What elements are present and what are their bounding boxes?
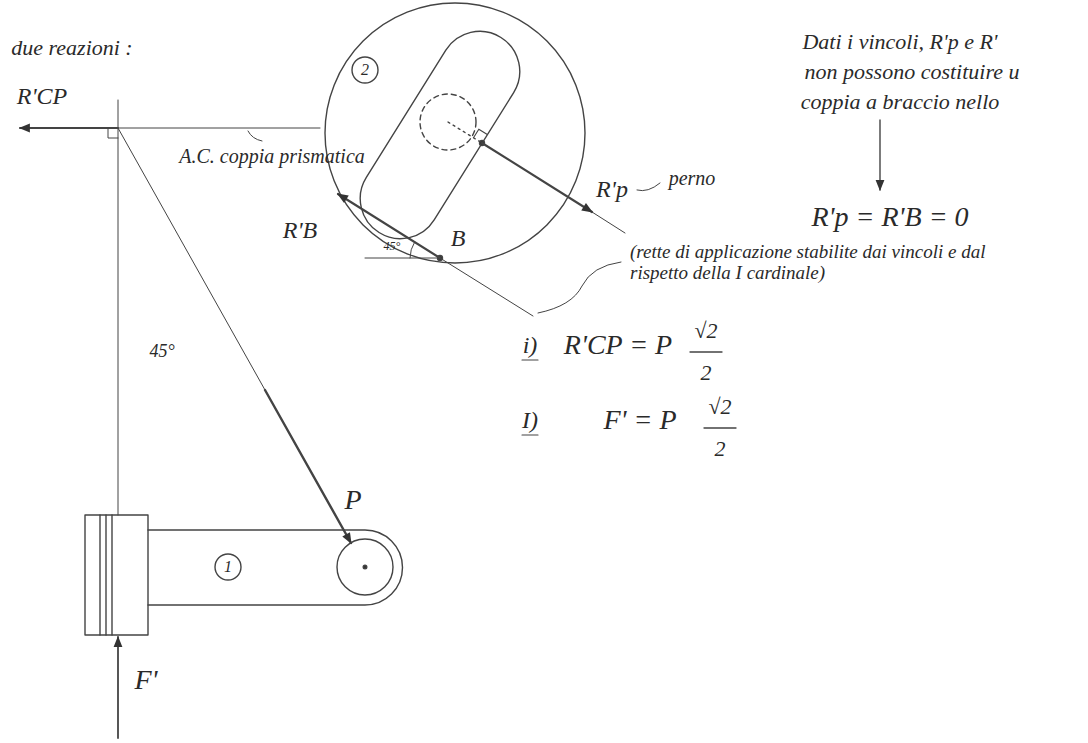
leader-line — [538, 262, 621, 313]
force-label: P — [344, 485, 361, 516]
line-of-action — [592, 212, 625, 233]
line-of-action — [440, 258, 533, 316]
leader-line — [637, 183, 660, 191]
force-label: F' — [134, 665, 157, 696]
axis-line — [118, 128, 320, 129]
leader-line — [248, 131, 262, 141]
slider-line — [105, 515, 106, 635]
force-arrow — [20, 127, 118, 129]
reference-line — [365, 258, 440, 259]
force-label: R'B — [283, 217, 317, 243]
force-label: R'CP — [17, 83, 67, 109]
result-equation: R'p = R'B = 0 — [811, 202, 968, 233]
disk-outline — [325, 3, 585, 263]
vertical-axis — [118, 100, 119, 515]
right-angle-mark — [108, 128, 118, 138]
angle-label: 45° — [384, 240, 401, 253]
underline — [522, 359, 538, 360]
fraction-denominator: 2 — [715, 437, 726, 461]
axis-label: A.C. coppia prismatica — [179, 145, 365, 167]
part-number: 2 — [361, 61, 369, 79]
force-arrow — [482, 143, 592, 212]
equation-number: i) — [523, 332, 538, 358]
force-arrow — [265, 390, 351, 543]
point-label: B — [451, 225, 466, 251]
underline — [522, 434, 538, 435]
part-label: perno — [669, 167, 716, 189]
angle-label: 45° — [149, 342, 174, 362]
equation: R'CP = P — [564, 330, 672, 361]
fraction-bar — [704, 427, 736, 428]
slider-line — [111, 515, 112, 635]
part-number: 1 — [224, 558, 232, 576]
implication-arrow — [879, 120, 880, 190]
part-number-circle — [215, 554, 241, 580]
hole-center — [363, 565, 367, 569]
arm-outline — [148, 530, 403, 605]
fraction-denominator: 2 — [701, 361, 712, 385]
heading-note: due reazioni : — [11, 36, 132, 60]
force-arrow — [117, 637, 119, 738]
right-angle-mark — [474, 129, 488, 138]
line-of-action — [118, 128, 265, 390]
note-text: (rette di applicazione stabilite dai vin… — [630, 242, 1030, 284]
note-text: Dati i vincoli, R'p e R' — [802, 30, 997, 54]
note-text: non possono costituire u — [805, 60, 1020, 84]
part-number-circle — [352, 57, 378, 83]
note-text: coppia a braccio nello — [801, 90, 1000, 114]
slider-line — [99, 515, 100, 635]
angle-arc — [410, 242, 415, 258]
fraction-numerator: √2 — [694, 319, 717, 343]
fraction-numerator: √2 — [708, 395, 731, 419]
slot-outline — [345, 16, 535, 253]
fraction-bar — [690, 351, 722, 352]
equation: F' = P — [603, 405, 676, 436]
hole-outline — [337, 539, 393, 595]
force-arrow — [338, 194, 440, 258]
force-label: R'p — [596, 176, 628, 202]
equation-number: I) — [522, 407, 538, 433]
slider-block — [85, 515, 148, 635]
